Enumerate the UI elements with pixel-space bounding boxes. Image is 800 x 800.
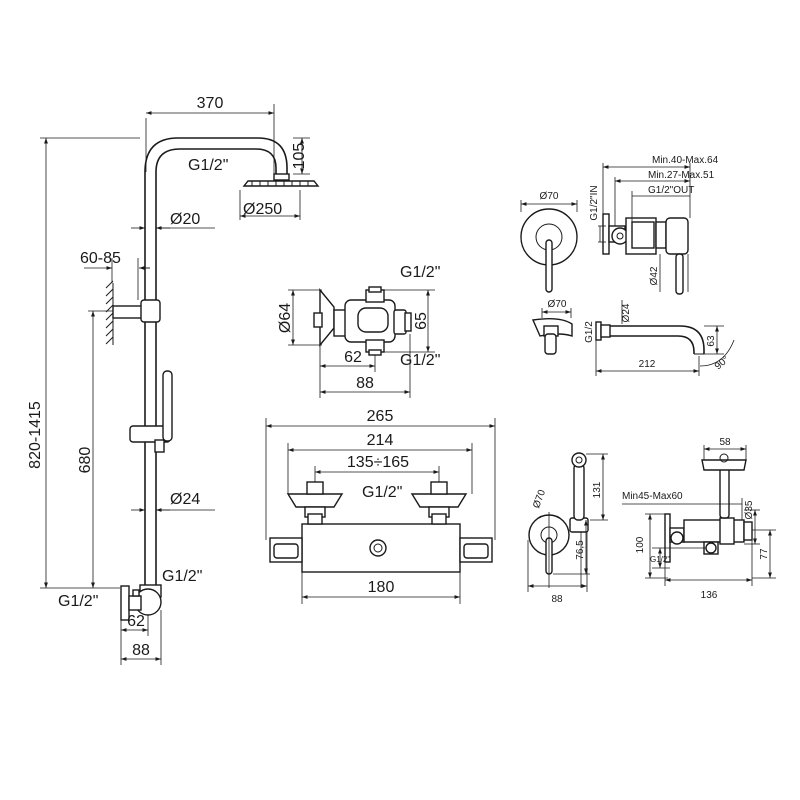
mixer-bottom-connection-label: G1/2"	[400, 352, 440, 369]
spout-angle-label: 90°	[713, 354, 732, 372]
spout-length-label: 212	[639, 359, 656, 370]
bidet-width-label: 88	[551, 594, 563, 605]
body-width-label: 180	[368, 579, 395, 596]
center-range-label: 135÷165	[347, 454, 409, 471]
mixer-top-connection-label: G1/2"	[400, 264, 440, 281]
concealed-outlet-label: G1/2"OUT	[648, 185, 694, 196]
mixer-side-view: Ø64 65 G1/2" G1/2" 62 88	[277, 264, 440, 398]
bidet-connection-label: G1/2"	[650, 555, 670, 564]
hand-shower	[129, 370, 173, 453]
bidet-top-width-label: 58	[719, 437, 731, 448]
concealed-plate-diameter-label: Ø70	[540, 191, 559, 202]
bidet-side-view: 58 Min45-Max60 Ø35 100 G1/2" 77 136	[622, 437, 776, 601]
mixer-height-label: 65	[413, 312, 430, 330]
bidet-plate-diameter-label: Ø70	[531, 488, 548, 510]
thermostatic-mixer-view: 265 214 135÷165 G1/2" 180	[265, 408, 496, 604]
wall-distance-label: 60-85	[80, 250, 121, 267]
total-height-label: 820-1415	[27, 401, 44, 469]
concealed-handle-diameter-label: Ø42	[649, 266, 660, 285]
head-diameter-label: Ø250	[243, 201, 282, 218]
centers-width-label: 214	[367, 432, 394, 449]
spout-drop-label: 63	[706, 335, 717, 347]
shower-head	[242, 173, 320, 187]
pipe-diameter-label: Ø20	[170, 211, 200, 228]
mixer-depth-outer-label: 88	[356, 375, 374, 392]
arm-drop-label: 105	[291, 143, 308, 170]
bidet-front-view: Ø70 131 76,5 88	[527, 452, 608, 605]
spout-plate-diameter-label: Ø70	[548, 299, 567, 310]
bidet-height-right-label: 77	[759, 548, 770, 560]
bar-height-label: 680	[77, 447, 94, 474]
bidet-height-bottom-label: 76,5	[575, 540, 586, 560]
overall-width-label: 265	[367, 408, 394, 425]
bidet-valve-diameter-label: Ø35	[744, 500, 755, 519]
head-connection-label: G1/2"	[188, 157, 228, 174]
wall-bracket	[105, 280, 161, 345]
spout-diameter-label: Ø24	[621, 303, 632, 322]
bidet-width-label: 136	[701, 590, 718, 601]
concealed-mixer-view: Ø70 Min.40-Max.64 Min.27-Max.51 G1/2"OUT…	[520, 155, 719, 295]
concealed-depth-mid-label: Min.27-Max.51	[648, 170, 715, 181]
arm-length-label: 370	[197, 95, 224, 112]
spout-view: Ø70 G1/2 Ø24 63 90° 212	[531, 299, 735, 376]
concealed-inlet-label: G1/2"IN	[589, 185, 600, 220]
spout-connection-label: G1/2	[584, 321, 595, 343]
mixer-diameter-label: Ø64	[277, 303, 294, 333]
base-depth-outer-label: 88	[132, 642, 150, 659]
shower-column-view: 370 105 G1/2" Ø250 Ø20 60-85 820-1415 68…	[27, 95, 320, 665]
base-depth-inner-label: 62	[127, 613, 145, 630]
bar-diameter-label: Ø24	[170, 491, 200, 508]
thermostatic-connection-label: G1/2"	[362, 484, 402, 501]
concealed-depth-max-label: Min.40-Max.64	[652, 155, 719, 166]
inlet-connection-label: G1/2"	[58, 593, 98, 610]
mixer-depth-inner-label: 62	[344, 349, 362, 366]
bidet-height-left-label: 100	[635, 536, 646, 553]
bidet-depth-range-label: Min45-Max60	[622, 491, 683, 502]
bidet-height-top-label: 131	[592, 481, 603, 498]
outlet-connection-label: G1/2"	[162, 568, 202, 585]
